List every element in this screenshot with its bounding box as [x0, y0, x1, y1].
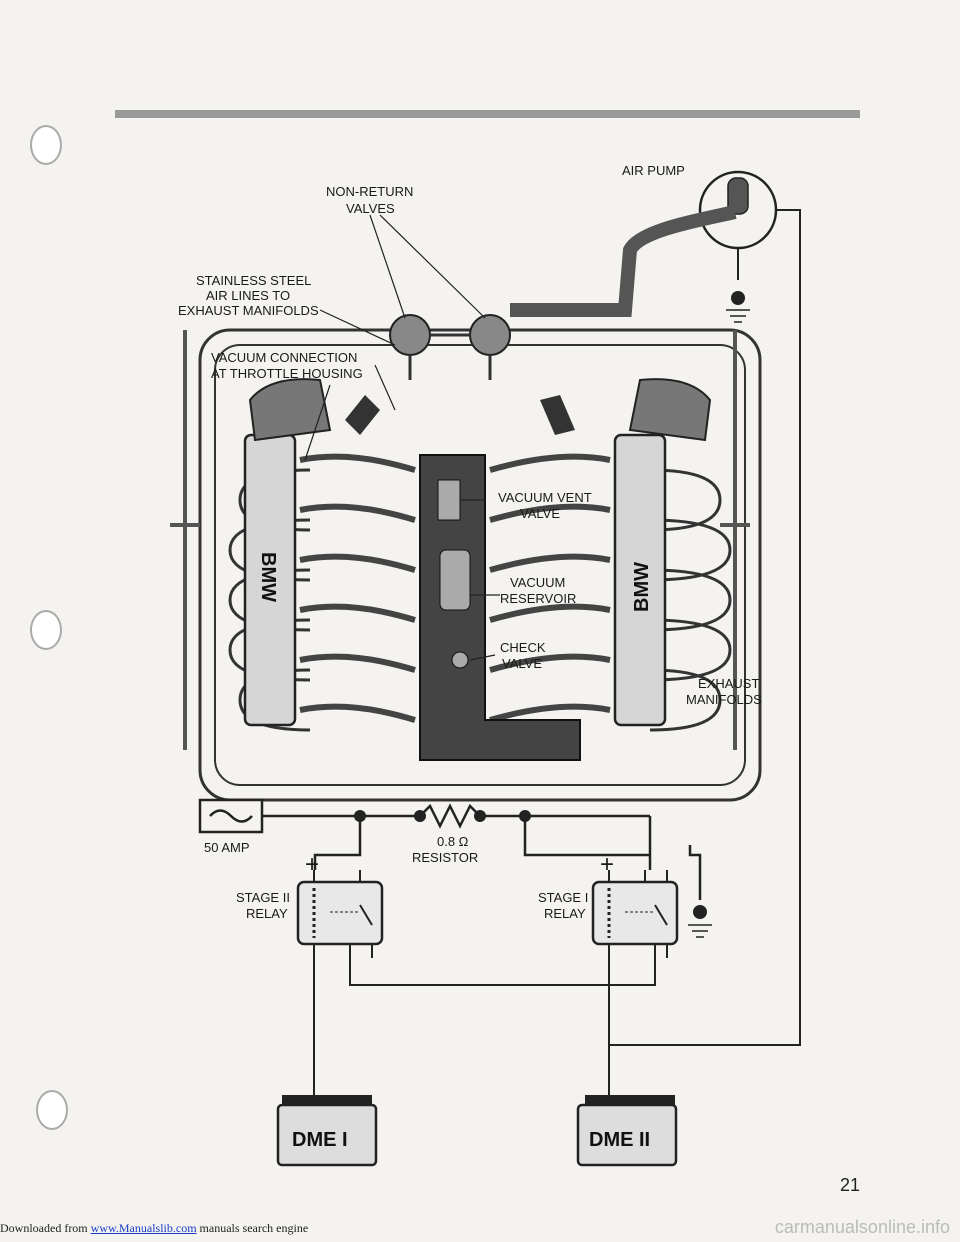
ground-icon: [688, 905, 712, 938]
label-exhaust-1: EXHAUST: [698, 676, 759, 691]
manualslib-link[interactable]: www.Manualslib.com: [90, 1221, 197, 1235]
label-stainless-2: AIR LINES TO: [206, 288, 290, 303]
left-throttle-body: [248, 378, 332, 442]
label-check-1: CHECK: [500, 640, 546, 655]
label-vent-1: VACUUM VENT: [498, 490, 592, 505]
label-vacuum-connection-2: AT THROTTLE HOUSING: [211, 366, 363, 381]
intake-runners: [299, 453, 611, 723]
center-vacuum-housing: [419, 454, 581, 761]
binder-hole-top: [30, 125, 62, 165]
air-pump-icon: [698, 170, 801, 1046]
header-bar: [115, 110, 860, 118]
binder-hole-middle: [30, 610, 62, 650]
footer-suffix: manuals search engine: [199, 1221, 309, 1235]
left-intake-horn: [345, 395, 380, 435]
label-resistor: RESISTOR: [412, 850, 478, 865]
air-pump-hose: [510, 205, 737, 317]
label-bmw-right: BMW: [631, 562, 653, 612]
label-stage-2-1: STAGE II: [236, 890, 290, 905]
binder-hole-bottom: [36, 1090, 68, 1130]
watermark: carmanualsonline.info: [774, 1217, 950, 1237]
footer-prefix: Downloaded from: [0, 1221, 88, 1235]
label-vent-2: VALVE: [520, 506, 560, 521]
label-plus-left: +: [305, 851, 319, 878]
label-resistor-value: 0.8 Ω: [437, 834, 469, 849]
vacuum-reservoir: [439, 549, 471, 611]
label-stainless-1: STAINLESS STEEL: [196, 273, 311, 288]
label-reservoir-1: VACUUM: [510, 575, 565, 590]
stage-2-relay: [296, 870, 656, 1070]
label-bmw-left: BMW: [257, 552, 279, 602]
non-return-valve-left: [389, 314, 431, 356]
label-stage-1-1: STAGE I: [538, 890, 588, 905]
page-number: 21: [839, 1175, 860, 1195]
circuit-nodes: [354, 810, 531, 822]
valve-air-line: [408, 333, 492, 380]
electrical-circuit: [198, 798, 702, 900]
side-air-tubes: [170, 330, 750, 750]
right-intake-horn: [540, 395, 575, 435]
label-plus-right: +: [600, 851, 614, 878]
download-footer: Downloaded from www.Manualslib.com manua…: [0, 1221, 308, 1236]
check-valve: [451, 651, 469, 669]
dme-2-box: [576, 1044, 770, 1167]
label-vacuum-connection-1: VACUUM CONNECTION: [211, 350, 357, 365]
right-throttle-body: [628, 378, 712, 442]
label-non-return-2: VALVES: [346, 201, 395, 216]
label-reservoir-2: RESERVOIR: [500, 591, 576, 606]
label-air-pump: AIR PUMP: [622, 163, 685, 178]
label-stage-2-2: RELAY: [246, 906, 288, 921]
stage-1-relay: [591, 870, 679, 1070]
vacuum-vent-valve: [437, 479, 461, 521]
label-exhaust-2: MANIFOLDS: [686, 692, 762, 707]
non-return-valve-right: [469, 314, 511, 356]
label-stage-1-2: RELAY: [544, 906, 586, 921]
label-stainless-3: EXHAUST MANIFOLDS: [178, 303, 319, 318]
label-fuse: 50 AMP: [204, 840, 250, 855]
label-dme-1: DME I: [292, 1129, 348, 1151]
label-non-return-1: NON-RETURN: [326, 184, 413, 199]
label-check-2: VALVE: [502, 656, 542, 671]
dme-1-box: [276, 1070, 378, 1167]
right-cylinder-cover: [613, 433, 667, 727]
leader-lines: [304, 214, 500, 661]
label-dme-2: DME II: [589, 1129, 650, 1151]
